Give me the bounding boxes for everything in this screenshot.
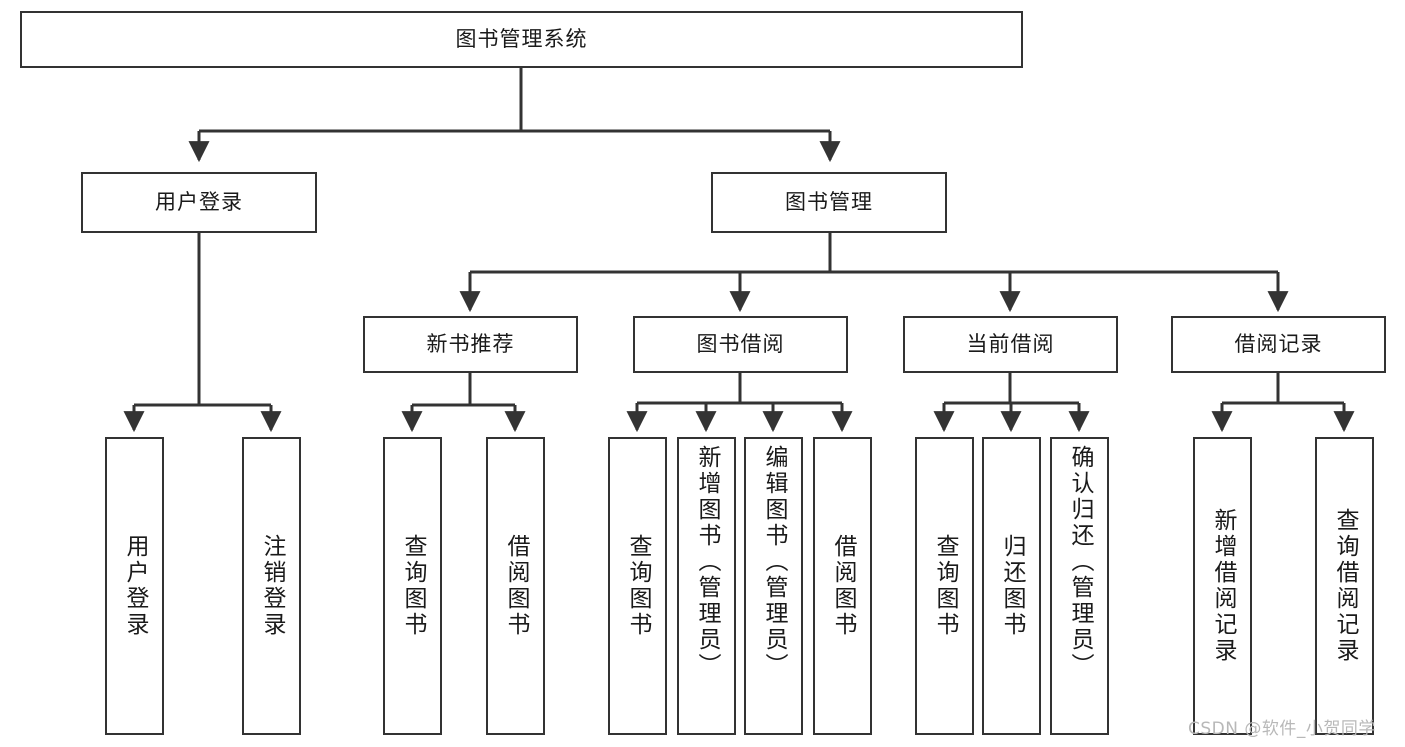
node-borrow-record[interactable]: 借阅记录 — [1171, 316, 1386, 373]
node-borrow-record-label: 借阅记录 — [1234, 332, 1323, 357]
node-leaf-return-book[interactable]: 归还图书 — [982, 437, 1041, 735]
node-root-label: 图书管理系统 — [455, 27, 588, 52]
node-new-book-recommend-label: 新书推荐 — [426, 332, 515, 357]
node-leaf-query-book-1-label: 查询图书 — [400, 534, 426, 638]
node-leaf-add-book[interactable]: 新增图书（管理员） — [677, 437, 736, 735]
node-user-login[interactable]: 用户登录 — [81, 172, 317, 233]
node-leaf-return-book-label: 归还图书 — [999, 534, 1025, 638]
node-user-login-label: 用户登录 — [155, 190, 243, 215]
node-book-borrow[interactable]: 图书借阅 — [633, 316, 848, 373]
watermark: CSDN @软件_小贺同学 — [1188, 719, 1376, 739]
node-leaf-query-record[interactable]: 查询借阅记录 — [1315, 437, 1374, 735]
node-leaf-borrow-book-2[interactable]: 借阅图书 — [813, 437, 872, 735]
node-leaf-borrow-book-1[interactable]: 借阅图书 — [486, 437, 545, 735]
node-leaf-user-login-label: 用户登录 — [122, 534, 148, 638]
node-leaf-confirm-return-label: 确认归还（管理员） — [1067, 445, 1093, 679]
node-book-borrow-label: 图书借阅 — [696, 332, 785, 357]
node-leaf-edit-book[interactable]: 编辑图书（管理员） — [744, 437, 803, 735]
node-leaf-edit-book-label: 编辑图书（管理员） — [761, 445, 787, 679]
node-leaf-logout-label: 注销登录 — [259, 534, 285, 638]
node-leaf-query-book-1[interactable]: 查询图书 — [383, 437, 442, 735]
node-current-borrow-label: 当前借阅 — [966, 332, 1055, 357]
node-leaf-borrow-book-1-label: 借阅图书 — [503, 534, 529, 638]
node-leaf-add-book-label: 新增图书（管理员） — [694, 445, 720, 679]
node-leaf-query-book-2[interactable]: 查询图书 — [608, 437, 667, 735]
node-leaf-add-record[interactable]: 新增借阅记录 — [1193, 437, 1252, 735]
node-root[interactable]: 图书管理系统 — [20, 11, 1023, 68]
node-leaf-query-book-2-label: 查询图书 — [625, 534, 651, 638]
node-leaf-borrow-book-2-label: 借阅图书 — [830, 534, 856, 638]
node-leaf-confirm-return[interactable]: 确认归还（管理员） — [1050, 437, 1109, 735]
node-leaf-user-login[interactable]: 用户登录 — [105, 437, 164, 735]
node-leaf-add-record-label: 新增借阅记录 — [1210, 508, 1236, 664]
node-book-management-label: 图书管理 — [785, 190, 873, 215]
node-book-management[interactable]: 图书管理 — [711, 172, 947, 233]
node-leaf-logout[interactable]: 注销登录 — [242, 437, 301, 735]
node-leaf-query-record-label: 查询借阅记录 — [1332, 508, 1358, 664]
node-new-book-recommend[interactable]: 新书推荐 — [363, 316, 578, 373]
node-current-borrow[interactable]: 当前借阅 — [903, 316, 1118, 373]
node-leaf-query-book-3[interactable]: 查询图书 — [915, 437, 974, 735]
node-leaf-query-book-3-label: 查询图书 — [932, 534, 958, 638]
